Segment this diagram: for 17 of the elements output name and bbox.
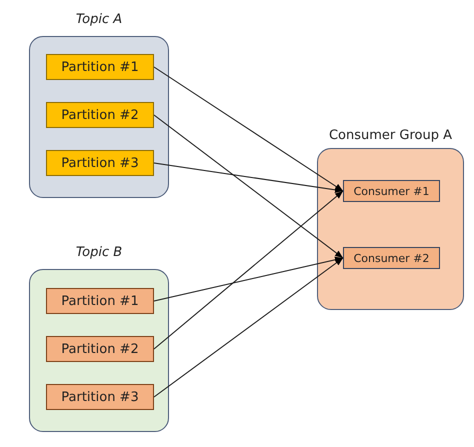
arrow [154, 162, 344, 193]
partition-box: Partition #1 [46, 288, 154, 314]
partition-box: Partition #3 [46, 150, 154, 176]
arrow [154, 66, 344, 192]
arrow [154, 258, 344, 398]
consumer-box: Consumer #1 [343, 180, 440, 202]
arrow [154, 190, 344, 350]
partition-box: Partition #1 [46, 54, 154, 80]
partition-box: Partition #3 [46, 384, 154, 410]
group-title: Topic B [76, 245, 122, 261]
partition-box: Partition #2 [46, 102, 154, 128]
arrow [154, 114, 344, 258]
consumer-box: Consumer #2 [343, 247, 440, 269]
group-title: Consumer Group A [328, 128, 452, 144]
arrow [154, 256, 344, 302]
partition-box: Partition #2 [46, 336, 154, 362]
group-title: Topic A [76, 12, 122, 28]
